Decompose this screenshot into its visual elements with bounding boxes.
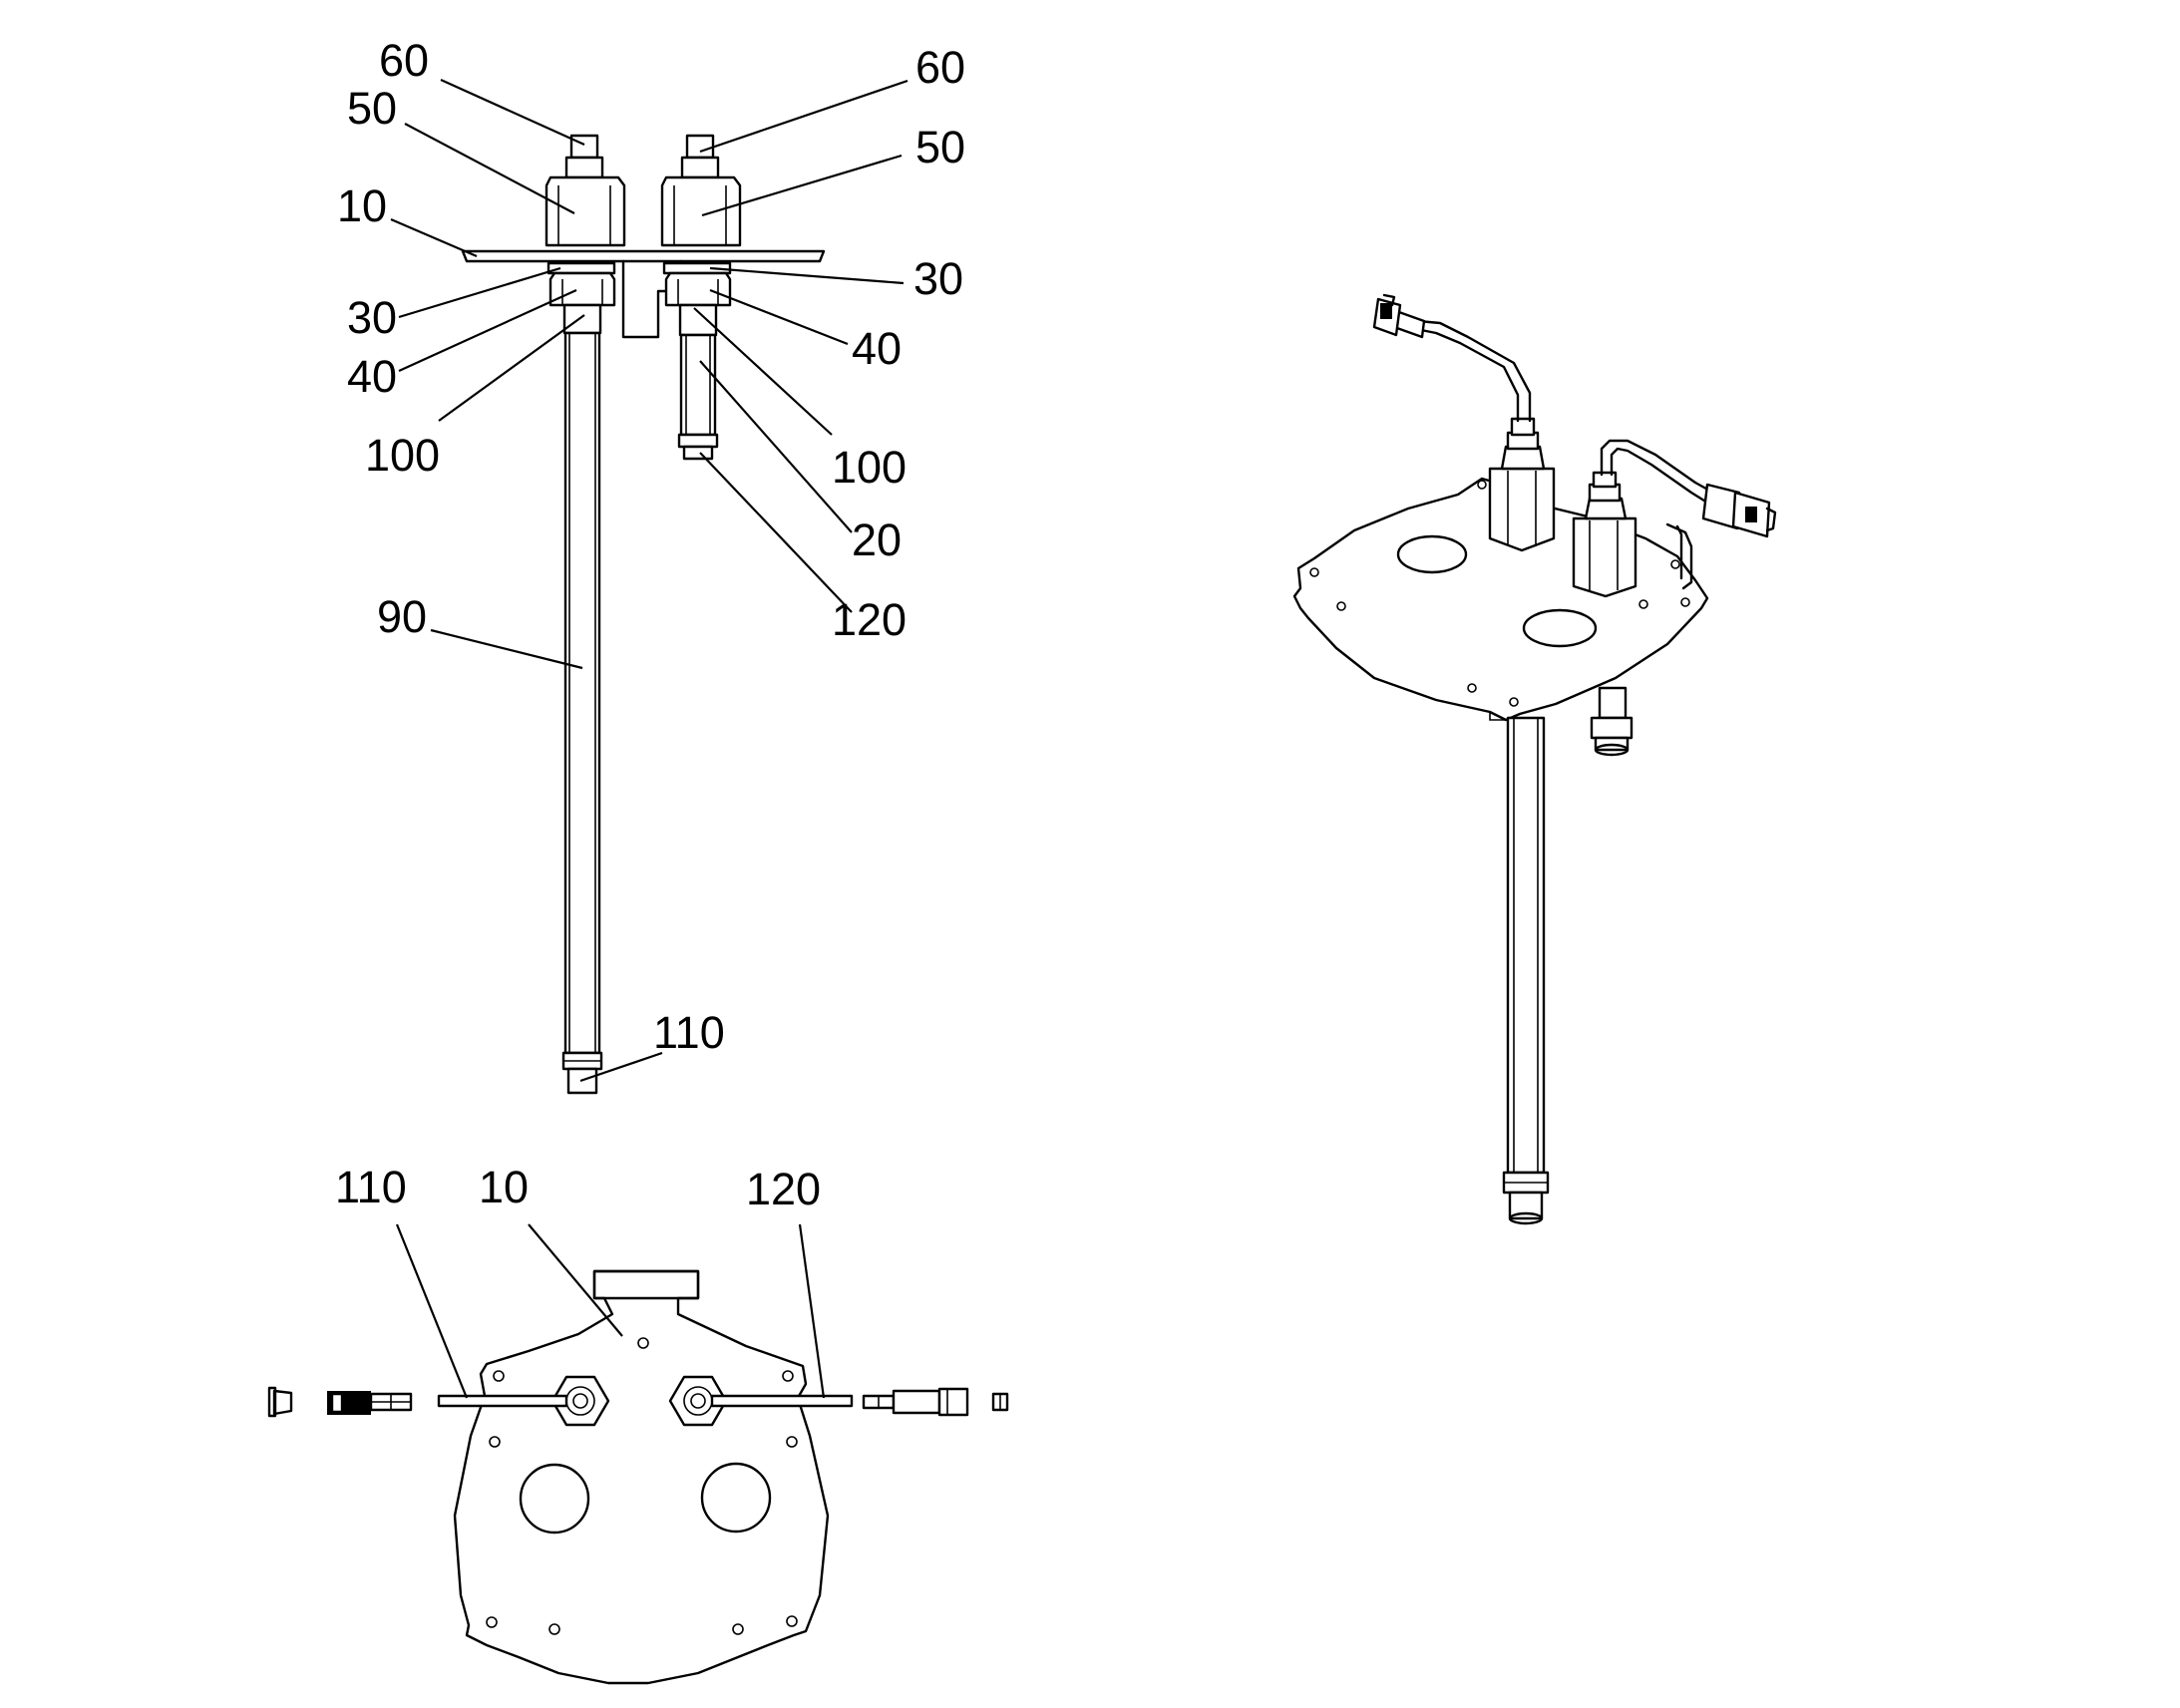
- hex-nut-50-right: [660, 175, 742, 247]
- hole-left: [519, 1463, 590, 1535]
- cap-60-right: [685, 134, 715, 160]
- iso-bolt-holes: [1309, 480, 1690, 707]
- callout-60-left: 60: [379, 35, 429, 86]
- hex-nut-50-left: [545, 175, 626, 247]
- iso-connector-right: [1701, 483, 1777, 538]
- right-fitting-stack: [660, 134, 742, 461]
- iso-connector-left: [1372, 293, 1426, 339]
- callout-100-right: 100: [832, 442, 907, 493]
- callout-120-top: 120: [746, 1164, 821, 1214]
- left-fitting-stack: [545, 134, 626, 1095]
- callout-120-side: 120: [832, 594, 907, 645]
- callout-30-left: 30: [347, 292, 397, 343]
- callout-10-side: 10: [337, 180, 387, 231]
- hole-right: [700, 1462, 772, 1534]
- top-view: 110 10 120: [267, 1162, 1009, 1685]
- bolt-holes: [486, 1337, 798, 1635]
- iso-hole-right: [1522, 608, 1598, 648]
- nut-40-left: [548, 271, 616, 307]
- callout-90: 90: [377, 591, 427, 642]
- iso-hole-left: [1396, 534, 1468, 574]
- iso-fitting-right: [1572, 471, 1637, 598]
- mounting-plate-iso: [1292, 477, 1709, 722]
- probe-nut-120: [677, 433, 719, 449]
- mounting-plate-top: [453, 1269, 830, 1685]
- plate-tab: [592, 1269, 700, 1300]
- tube-90: [563, 331, 601, 1055]
- nut-40-right: [664, 271, 732, 307]
- callout-10-top: 10: [479, 1162, 529, 1212]
- callout-50-right: 50: [915, 122, 965, 172]
- callout-110-side: 110: [653, 1007, 725, 1058]
- side-leaders: [390, 78, 908, 1083]
- top-labels: 110 10 120: [335, 1162, 821, 1214]
- iso-cable-left: [1414, 319, 1532, 423]
- callout-60-right: 60: [915, 42, 965, 93]
- callout-20: 20: [852, 514, 902, 565]
- mounting-plate-side: [461, 249, 826, 263]
- iso-tube-long: [1502, 716, 1550, 1225]
- callout-40-right: 40: [852, 323, 902, 374]
- connector-right-top: [862, 1387, 1009, 1417]
- iso-bracket: [1665, 522, 1693, 590]
- cable-120-top: [710, 1394, 854, 1408]
- side-labels: 60 60 50 50 10 30 30 40 40 100 100 20 12…: [337, 35, 965, 1058]
- callout-40-left: 40: [347, 351, 397, 402]
- gland-left: [564, 156, 604, 179]
- cap-60-left: [569, 134, 599, 160]
- callout-50-left: 50: [347, 83, 397, 134]
- connector-left-top: [267, 1386, 413, 1418]
- iso-cable-right: [1600, 439, 1715, 505]
- iso-fitting-left: [1488, 417, 1556, 552]
- iso-probe-short: [1590, 686, 1634, 757]
- probe-tip-120: [682, 445, 714, 461]
- sleeve-100-left: [562, 303, 602, 335]
- callout-100-left: 100: [365, 430, 440, 481]
- cable-110-top: [437, 1394, 568, 1408]
- callout-110-top: 110: [335, 1162, 407, 1212]
- top-leaders: [395, 1223, 826, 1399]
- side-view: 60 60 50 50 10 30 30 40 40 100 100 20 12…: [337, 35, 965, 1095]
- isometric-view: [1292, 293, 1777, 1225]
- callout-30-right: 30: [913, 253, 963, 304]
- gland-right: [680, 156, 720, 179]
- sleeve-100-right: [678, 303, 718, 337]
